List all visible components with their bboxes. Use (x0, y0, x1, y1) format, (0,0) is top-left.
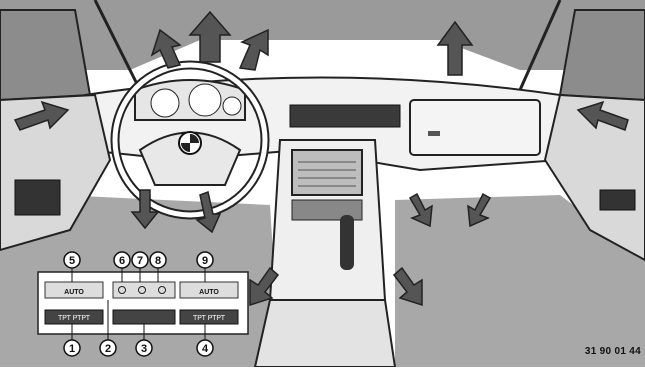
fuel-gauge (223, 97, 241, 115)
glovebox-handle (428, 131, 440, 136)
center-vent (290, 105, 400, 127)
right-temp-readout: ТРТ РТРТ (193, 315, 226, 322)
figure-reference-code: 31 90 01 44 (557, 346, 641, 357)
svg-text:8: 8 (155, 255, 161, 267)
svg-text:3: 3 (141, 343, 147, 355)
left-temp-readout: ТРТ РТРТ (58, 315, 91, 322)
callout-7: 7 (132, 252, 148, 268)
tachometer-gauge (151, 89, 179, 117)
svg-text:5: 5 (69, 255, 75, 267)
callout-3: 3 (136, 340, 152, 356)
callout-2: 2 (100, 340, 116, 356)
left-zone-auto-label: AUTO (64, 289, 84, 296)
glovebox (410, 100, 540, 155)
svg-text:4: 4 (202, 343, 209, 355)
svg-text:6: 6 (119, 255, 125, 267)
fan-speed-wheel (113, 310, 175, 324)
callout-1: 1 (64, 340, 80, 356)
svg-text:9: 9 (202, 255, 208, 267)
center-tunnel (255, 300, 395, 367)
right-zone-auto-label: AUTO (199, 289, 219, 296)
display-screen (292, 150, 362, 195)
right-door-switches (600, 190, 635, 210)
svg-text:1: 1 (69, 343, 75, 355)
callout-8: 8 (150, 252, 166, 268)
right-window (560, 10, 645, 100)
left-window (0, 10, 90, 100)
left-door-switches (15, 180, 60, 215)
gear-shifter (340, 215, 354, 270)
callout-6: 6 (114, 252, 130, 268)
speedometer-gauge (189, 84, 221, 116)
callout-9: 9 (197, 252, 213, 268)
windshield (0, 0, 645, 70)
control-panel-inset (38, 272, 248, 334)
svg-text:7: 7 (137, 255, 143, 267)
callout-5: 5 (64, 252, 80, 268)
svg-text:2: 2 (105, 343, 111, 355)
callout-4: 4 (197, 340, 213, 356)
